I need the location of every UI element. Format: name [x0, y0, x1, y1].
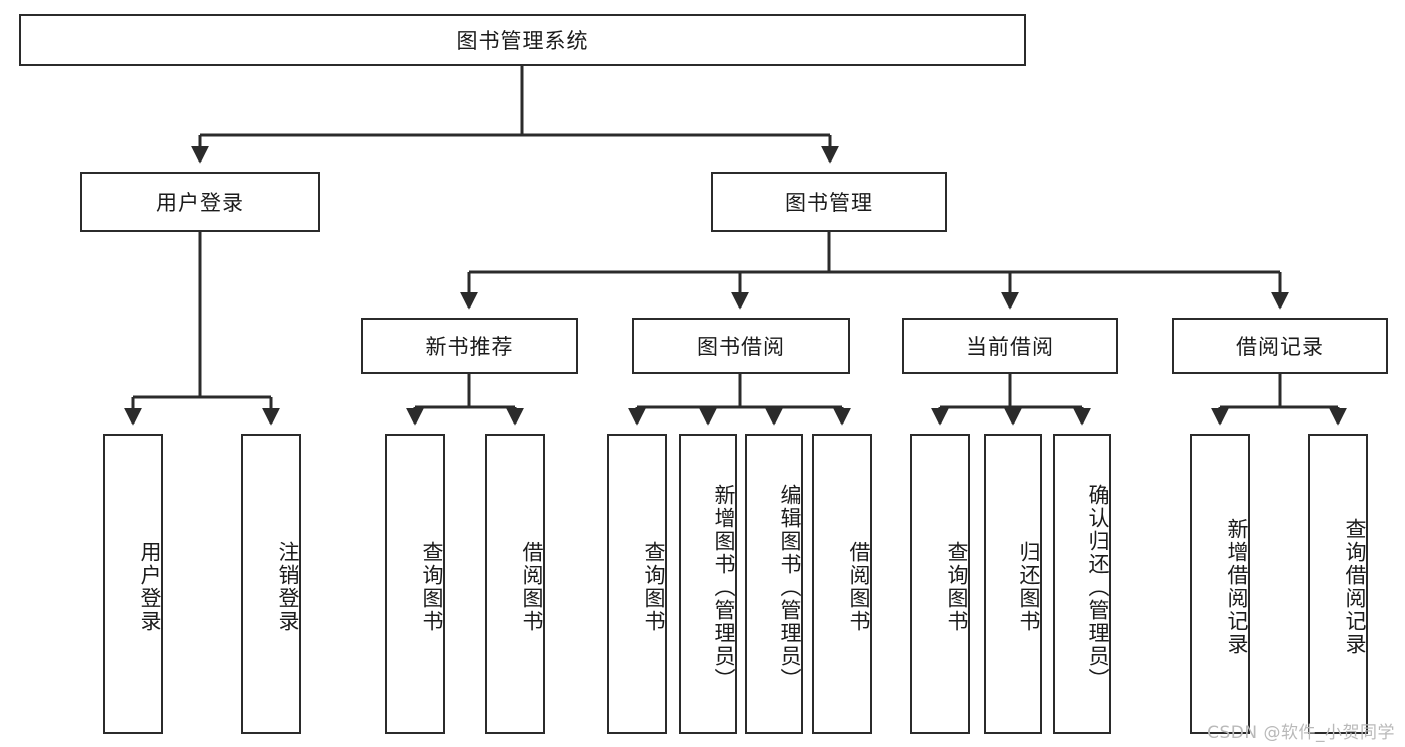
node-leaf-query-book-2[interactable]: 查询图书 [607, 434, 667, 734]
node-leaf-return-book[interactable]: 归还图书 [984, 434, 1042, 734]
node-leaf-query-record[interactable]: 查询借阅记录 [1308, 434, 1368, 734]
node-new-book-recommend-label: 新书推荐 [425, 335, 514, 359]
csdn-watermark: CSDN @软件_小贺同学 [1207, 723, 1395, 743]
node-root-label: 图书管理系统 [456, 29, 589, 53]
node-leaf-query-record-label: 查询借阅记录 [1343, 518, 1367, 656]
node-borrow-record-label: 借阅记录 [1236, 335, 1324, 359]
node-book-manage[interactable]: 图书管理 [711, 172, 947, 232]
node-current-borrow-label: 当前借阅 [966, 335, 1054, 359]
node-leaf-add-book[interactable]: 新增图书（管理员） [679, 434, 737, 734]
node-leaf-add-record[interactable]: 新增借阅记录 [1190, 434, 1250, 734]
node-leaf-confirm-return-label: 确认归还（管理员） [1086, 483, 1110, 691]
node-leaf-edit-book[interactable]: 编辑图书（管理员） [745, 434, 803, 734]
node-leaf-logout[interactable]: 注销登录 [241, 434, 301, 734]
node-leaf-borrow-book-2[interactable]: 借阅图书 [812, 434, 872, 734]
node-leaf-query-book-3[interactable]: 查询图书 [910, 434, 970, 734]
node-leaf-confirm-return[interactable]: 确认归还（管理员） [1053, 434, 1111, 734]
node-leaf-query-book-3-label: 查询图书 [945, 541, 969, 633]
node-book-borrow-label: 图书借阅 [697, 335, 785, 359]
node-leaf-query-book-1[interactable]: 查询图书 [385, 434, 445, 734]
node-leaf-borrow-book-1-label: 借阅图书 [520, 541, 544, 633]
node-new-book-recommend[interactable]: 新书推荐 [361, 318, 578, 374]
node-leaf-query-book-2-label: 查询图书 [642, 541, 666, 633]
node-leaf-logout-label: 注销登录 [276, 541, 300, 633]
node-leaf-user-login[interactable]: 用户登录 [103, 434, 163, 734]
node-root[interactable]: 图书管理系统 [19, 14, 1026, 66]
node-leaf-edit-book-label: 编辑图书（管理员） [778, 483, 802, 691]
node-user-login[interactable]: 用户登录 [80, 172, 320, 232]
node-leaf-return-book-label: 归还图书 [1017, 541, 1041, 633]
node-leaf-borrow-book-2-label: 借阅图书 [847, 541, 871, 633]
node-user-login-label: 用户登录 [156, 191, 244, 215]
node-current-borrow[interactable]: 当前借阅 [902, 318, 1118, 374]
node-book-manage-label: 图书管理 [785, 191, 873, 215]
node-leaf-add-book-label: 新增图书（管理员） [712, 483, 736, 691]
node-borrow-record[interactable]: 借阅记录 [1172, 318, 1388, 374]
node-book-borrow[interactable]: 图书借阅 [632, 318, 850, 374]
node-leaf-add-record-label: 新增借阅记录 [1225, 518, 1249, 656]
node-leaf-query-book-1-label: 查询图书 [420, 541, 444, 633]
node-leaf-borrow-book-1[interactable]: 借阅图书 [485, 434, 545, 734]
node-leaf-user-login-label: 用户登录 [138, 541, 162, 633]
